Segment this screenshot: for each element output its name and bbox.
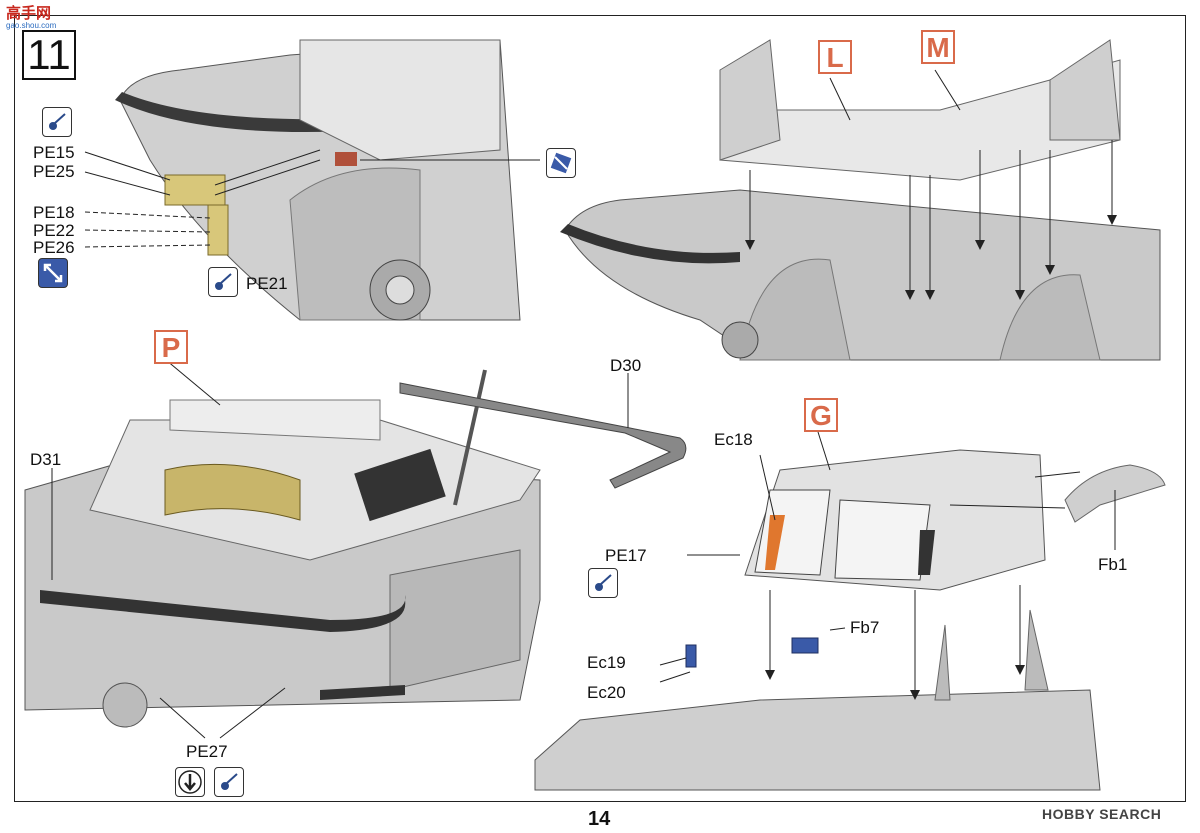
part-PE15: PE15 (33, 143, 75, 162)
paint-icon (546, 148, 576, 178)
tag-P: P (154, 330, 188, 364)
part-PE21: PE21 (246, 274, 288, 293)
bend-icon (38, 258, 68, 288)
glue-icon (42, 107, 72, 137)
page-number: 14 (588, 808, 611, 830)
part-Fb1: Fb1 (1098, 555, 1128, 574)
watermark-bottom: HOBBY SEARCH (1042, 806, 1162, 822)
step-number: 11 (22, 30, 76, 80)
part-Ec19: Ec19 (587, 653, 626, 672)
part-PE27: PE27 (186, 742, 228, 761)
part-PE18: PE18 (33, 203, 75, 222)
floor-assembly-drawing (560, 39, 1161, 361)
part-D30: D30 (610, 356, 642, 375)
part-Ec18: Ec18 (714, 430, 753, 449)
part-PE26: PE26 (33, 238, 75, 257)
watermark-top-text: 高手网 (6, 5, 52, 22)
rear-deck-drawing (24, 354, 687, 739)
watermark-top: 高手网 gao.shou.com (6, 2, 56, 30)
cab-assembly-drawing (534, 431, 1166, 791)
tag-L: L (818, 40, 852, 74)
bend-down-icon (175, 767, 205, 797)
bow-assembly-drawing (84, 39, 540, 321)
watermark-top-sub: gao.shou.com (6, 21, 57, 30)
part-Fb7: Fb7 (850, 618, 880, 637)
part-Ec20: Ec20 (587, 683, 626, 702)
tag-M: M (921, 30, 955, 64)
glue-icon (214, 767, 244, 797)
part-PE22: PE22 (33, 221, 75, 240)
glue-icon (208, 267, 238, 297)
glue-icon (588, 568, 618, 598)
page-border (14, 15, 1186, 802)
tag-G: G (804, 398, 838, 432)
part-D31: D31 (30, 450, 62, 469)
part-PE25: PE25 (33, 162, 75, 181)
part-PE17: PE17 (605, 546, 647, 565)
